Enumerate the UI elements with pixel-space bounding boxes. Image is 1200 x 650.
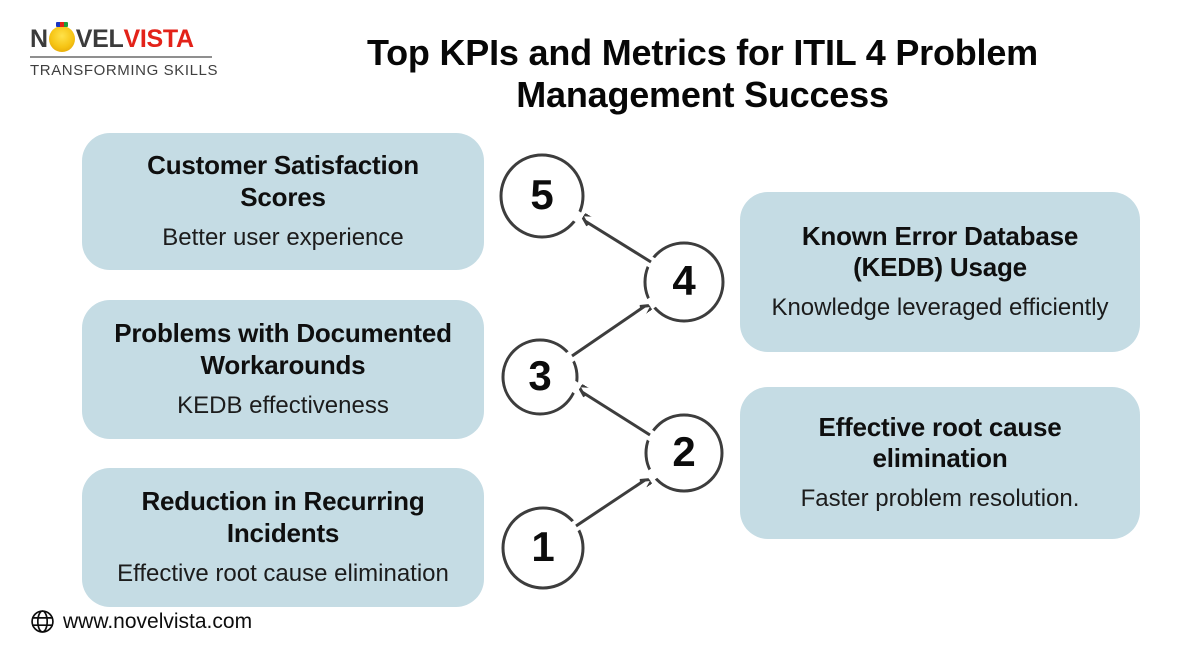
kpi-title: Known Error Database (KEDB) Usage [801,220,1079,283]
kpi-box-customer-satisfaction: Customer Satisfaction Scores Better user… [82,133,484,270]
logo-text-vista: VISTA [123,24,195,53]
kpi-subtitle: Faster problem resolution. [800,485,1080,513]
lightbulb-icon [48,26,75,52]
kpi-subtitle: Better user experience [162,223,404,251]
arrow-3-to-4 [571,306,645,358]
footer: www.novelvista.com [30,609,252,634]
title-line-2: Management Success [516,74,889,116]
title-line-1: Top KPIs and Metrics for ITIL 4 Problem [367,32,1038,73]
kpi-box-root-cause-elimination: Effective root cause elimination Faster … [740,387,1140,539]
globe-icon [31,610,54,633]
page-title: Top KPIs and Metrics for ITIL 4 Problem … [215,32,1190,117]
kpi-subtitle: Knowledge leveraged efficiently [771,294,1109,322]
arrow-2-to-3 [582,392,651,437]
logo-text-n: N [30,24,48,53]
kpi-title: Reduction in Recurring Incidents [141,486,425,548]
logo-divider [30,56,212,58]
step-number-4: 4 [672,257,696,305]
logo-wordmark: N VEL VISTA [30,26,220,52]
logo-tagline: TRANSFORMING SKILLS [30,62,219,79]
kpi-box-recurring-incidents: Reduction in Recurring Incidents Effecti… [82,468,484,607]
logo-text-vel: VEL [75,24,124,53]
step-number-3: 3 [528,352,552,400]
kpi-title: Customer Satisfaction Scores [147,150,419,212]
kpi-title: Problems with Documented Workarounds [114,318,452,380]
kpi-subtitle: Effective root cause elimination [117,559,449,587]
kpi-title: Effective root cause elimination [818,411,1062,474]
arrow-4-to-5 [585,221,652,264]
step-number-2: 2 [672,428,696,476]
website-link[interactable]: www.novelvista.com [63,609,253,633]
step-number-1: 1 [531,523,555,571]
brand-logo: N VEL VISTA TRANSFORMING SKILLS [30,26,220,79]
kpi-subtitle: KEDB effectiveness [177,391,389,419]
kpi-box-documented-workarounds: Problems with Documented Workarounds KED… [82,300,484,439]
step-number-5: 5 [530,171,554,219]
arrow-1-to-2 [575,480,645,528]
kpi-box-kedb-usage: Known Error Database (KEDB) Usage Knowle… [740,192,1140,352]
